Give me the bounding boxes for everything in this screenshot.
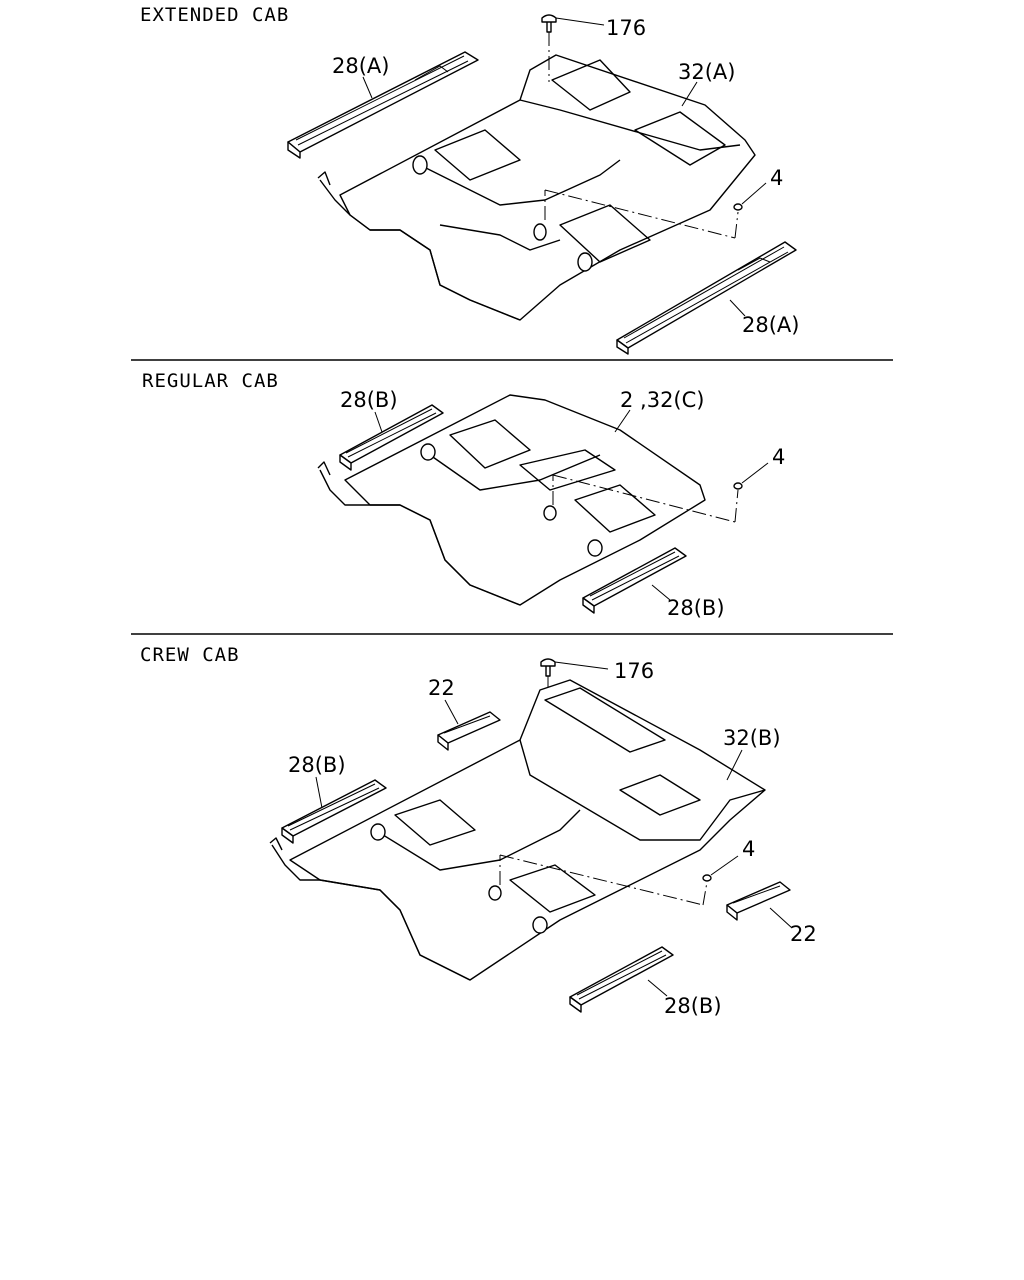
regular-carpet[interactable] bbox=[317, 394, 706, 606]
crew-left-sill-plate[interactable] bbox=[281, 779, 387, 844]
extended-left-sill-plate[interactable] bbox=[287, 51, 479, 159]
extended-fastener[interactable] bbox=[544, 182, 767, 239]
crew-cab-section: CREW CAB 176 22 28(B) bbox=[140, 644, 817, 1018]
crew-rear-left-sill-callout: 22 bbox=[428, 676, 455, 700]
crew-fastener-callout: 4 bbox=[742, 837, 755, 861]
crew-rear-left-sill-leader bbox=[444, 699, 459, 725]
regular-carpet-leader bbox=[614, 409, 631, 433]
extended-carpet[interactable] bbox=[317, 54, 756, 321]
extended-clip[interactable] bbox=[541, 14, 605, 82]
extended-left-sill-callout: 28(A) bbox=[332, 54, 389, 78]
regular-right-sill-plate[interactable] bbox=[582, 547, 687, 614]
regular-left-sill-plate[interactable] bbox=[339, 404, 444, 471]
extended-left-sill-leader bbox=[362, 76, 373, 99]
crew-left-sill-callout: 28(B) bbox=[288, 753, 346, 777]
crew-left-sill-leader bbox=[315, 776, 323, 809]
extended-cab-header: EXTENDED CAB bbox=[140, 4, 289, 26]
crew-fastener[interactable] bbox=[499, 854, 739, 906]
crew-rear-right-sill-leader bbox=[769, 907, 793, 929]
extended-carpet-callout: 32(A) bbox=[678, 60, 735, 84]
crew-right-sill-callout: 28(B) bbox=[664, 994, 722, 1018]
crew-clip-callout: 176 bbox=[614, 659, 654, 683]
regular-cab-section: REGULAR CAB 28(B) 2 ,32(C) bbox=[142, 370, 785, 620]
extended-right-sill-callout: 28(A) bbox=[742, 313, 799, 337]
crew-cab-header: CREW CAB bbox=[140, 644, 240, 666]
regular-carpet-callout: 2 ,32(C) bbox=[620, 388, 704, 412]
regular-right-sill-leader bbox=[651, 584, 671, 601]
crew-carpet[interactable] bbox=[269, 679, 766, 981]
crew-right-sill-leader bbox=[647, 979, 668, 997]
regular-fastener[interactable] bbox=[552, 462, 769, 523]
regular-cab-header: REGULAR CAB bbox=[142, 370, 279, 392]
extended-right-sill-leader bbox=[729, 299, 746, 317]
extended-clip-callout: 176 bbox=[606, 16, 646, 40]
regular-fastener-callout: 4 bbox=[772, 445, 785, 469]
extended-carpet-leader bbox=[681, 81, 698, 107]
extended-fastener-callout: 4 bbox=[770, 166, 783, 190]
crew-carpet-leader bbox=[726, 749, 743, 781]
crew-rear-right-sill-callout: 22 bbox=[790, 922, 817, 946]
regular-left-sill-leader bbox=[374, 411, 383, 433]
regular-right-sill-callout: 28(B) bbox=[667, 596, 725, 620]
regular-left-sill-callout: 28(B) bbox=[340, 388, 398, 412]
extended-right-sill-plate[interactable] bbox=[616, 241, 797, 355]
crew-carpet-callout: 32(B) bbox=[723, 726, 781, 750]
crew-rear-left-sill-plate[interactable] bbox=[437, 711, 501, 751]
crew-right-sill-plate[interactable] bbox=[569, 946, 674, 1013]
crew-rear-right-sill-plate[interactable] bbox=[726, 881, 791, 921]
extended-cab-section: EXTENDED CAB bbox=[140, 4, 799, 355]
